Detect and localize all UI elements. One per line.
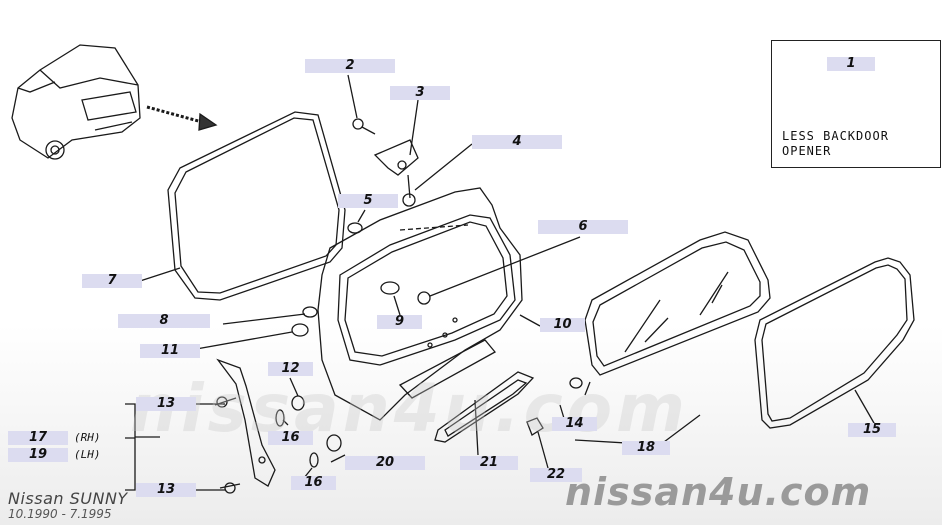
note-text: LESS BACKDOOR OPENER (782, 129, 889, 158)
note-box: 1 LESS BACKDOOR OPENER (771, 40, 941, 168)
part-label-12: 12 (268, 362, 313, 376)
leader-lines (139, 74, 879, 484)
part-label-5: 5 (338, 194, 398, 208)
part-label-2: 2 (305, 59, 395, 73)
weatherstrip-outline (167, 111, 346, 301)
bolt (352, 118, 364, 130)
direction-arrow (146, 105, 203, 124)
part-label-18: 18 (622, 441, 670, 455)
back-window-glass (584, 231, 771, 376)
rh-label: (RH) (74, 431, 101, 444)
part-label-20: 20 (345, 456, 425, 470)
part-label-13-upper: 13 (136, 397, 196, 411)
part-label-19: 19 (8, 448, 68, 462)
part-label-16-lower: 16 (291, 476, 336, 490)
part-label-22: 22 (530, 468, 582, 482)
part-label-10: 10 (540, 318, 585, 332)
part-label-11: 11 (140, 344, 200, 358)
site-watermark: nissan4u.com (565, 470, 872, 514)
hinge (373, 139, 419, 176)
part-label-3: 3 (390, 86, 450, 100)
part-label-9: 9 (377, 315, 422, 329)
part-label-6: 6 (538, 220, 628, 234)
part-label-15: 15 (848, 423, 896, 437)
faint-watermark: nissan4u.com (130, 370, 689, 447)
part-label-14: 14 (552, 417, 597, 431)
finisher-garnish (434, 371, 535, 443)
car-thumbnail (11, 44, 141, 160)
model-name: Nissan SUNNY (8, 489, 128, 508)
part-label-8: 8 (118, 314, 210, 328)
lh-label: (LH) (74, 448, 101, 461)
part-label-17: 17 (8, 431, 68, 445)
glass-molding (754, 257, 915, 429)
part-label-13-lower: 13 (136, 483, 196, 497)
part-label-16-upper: 16 (268, 431, 313, 445)
back-door-panel (317, 187, 523, 421)
production-period: 10.1990 - 7.1995 (8, 507, 112, 521)
part-label-4: 4 (472, 135, 562, 149)
plug (347, 222, 363, 234)
back-door-stay (216, 358, 276, 487)
part-label-7: 7 (82, 274, 142, 288)
note-part-label: 1 (827, 57, 875, 71)
part-label-21: 21 (460, 456, 518, 470)
